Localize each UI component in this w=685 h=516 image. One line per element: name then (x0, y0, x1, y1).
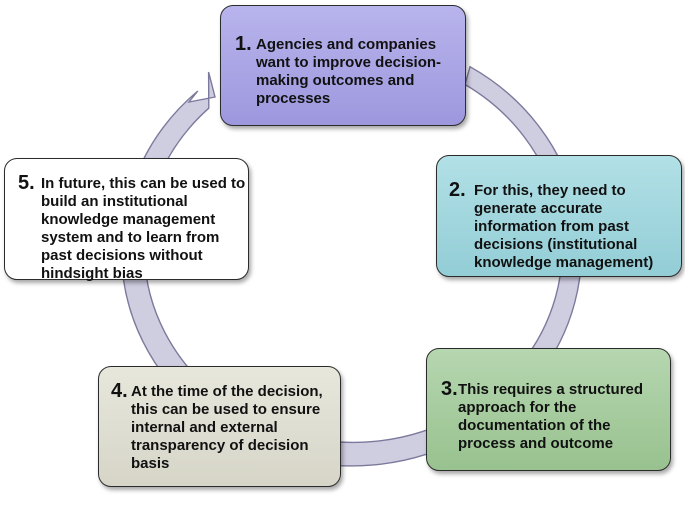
step-5-text: In future, this can be used to build an … (41, 175, 246, 282)
step-3-box: 3. This requires a structured approach f… (426, 348, 671, 471)
step-4-text: At the time of the decision, this can be… (131, 383, 323, 472)
step-3-number: 3. (441, 378, 458, 400)
step-5-box: 5. In future, this can be used to build … (4, 158, 249, 282)
step-5-number: 5. (18, 172, 35, 194)
step-1-text: Agencies and companies want to improve d… (256, 36, 442, 107)
step-4-number: 4. (111, 380, 128, 402)
step-1-box: 1. Agencies and companies want to improv… (220, 5, 466, 126)
step-2-text: For this, they need to generate accurate… (474, 182, 654, 271)
step-3-text: This requires a structured approach for … (458, 381, 644, 452)
step-1-number: 1. (235, 33, 252, 55)
step-2-box: 2. For this, they need to generate accur… (436, 155, 682, 277)
step-2-number: 2. (449, 179, 466, 201)
step-4-box: 4. At the time of the decision, this can… (98, 366, 341, 487)
